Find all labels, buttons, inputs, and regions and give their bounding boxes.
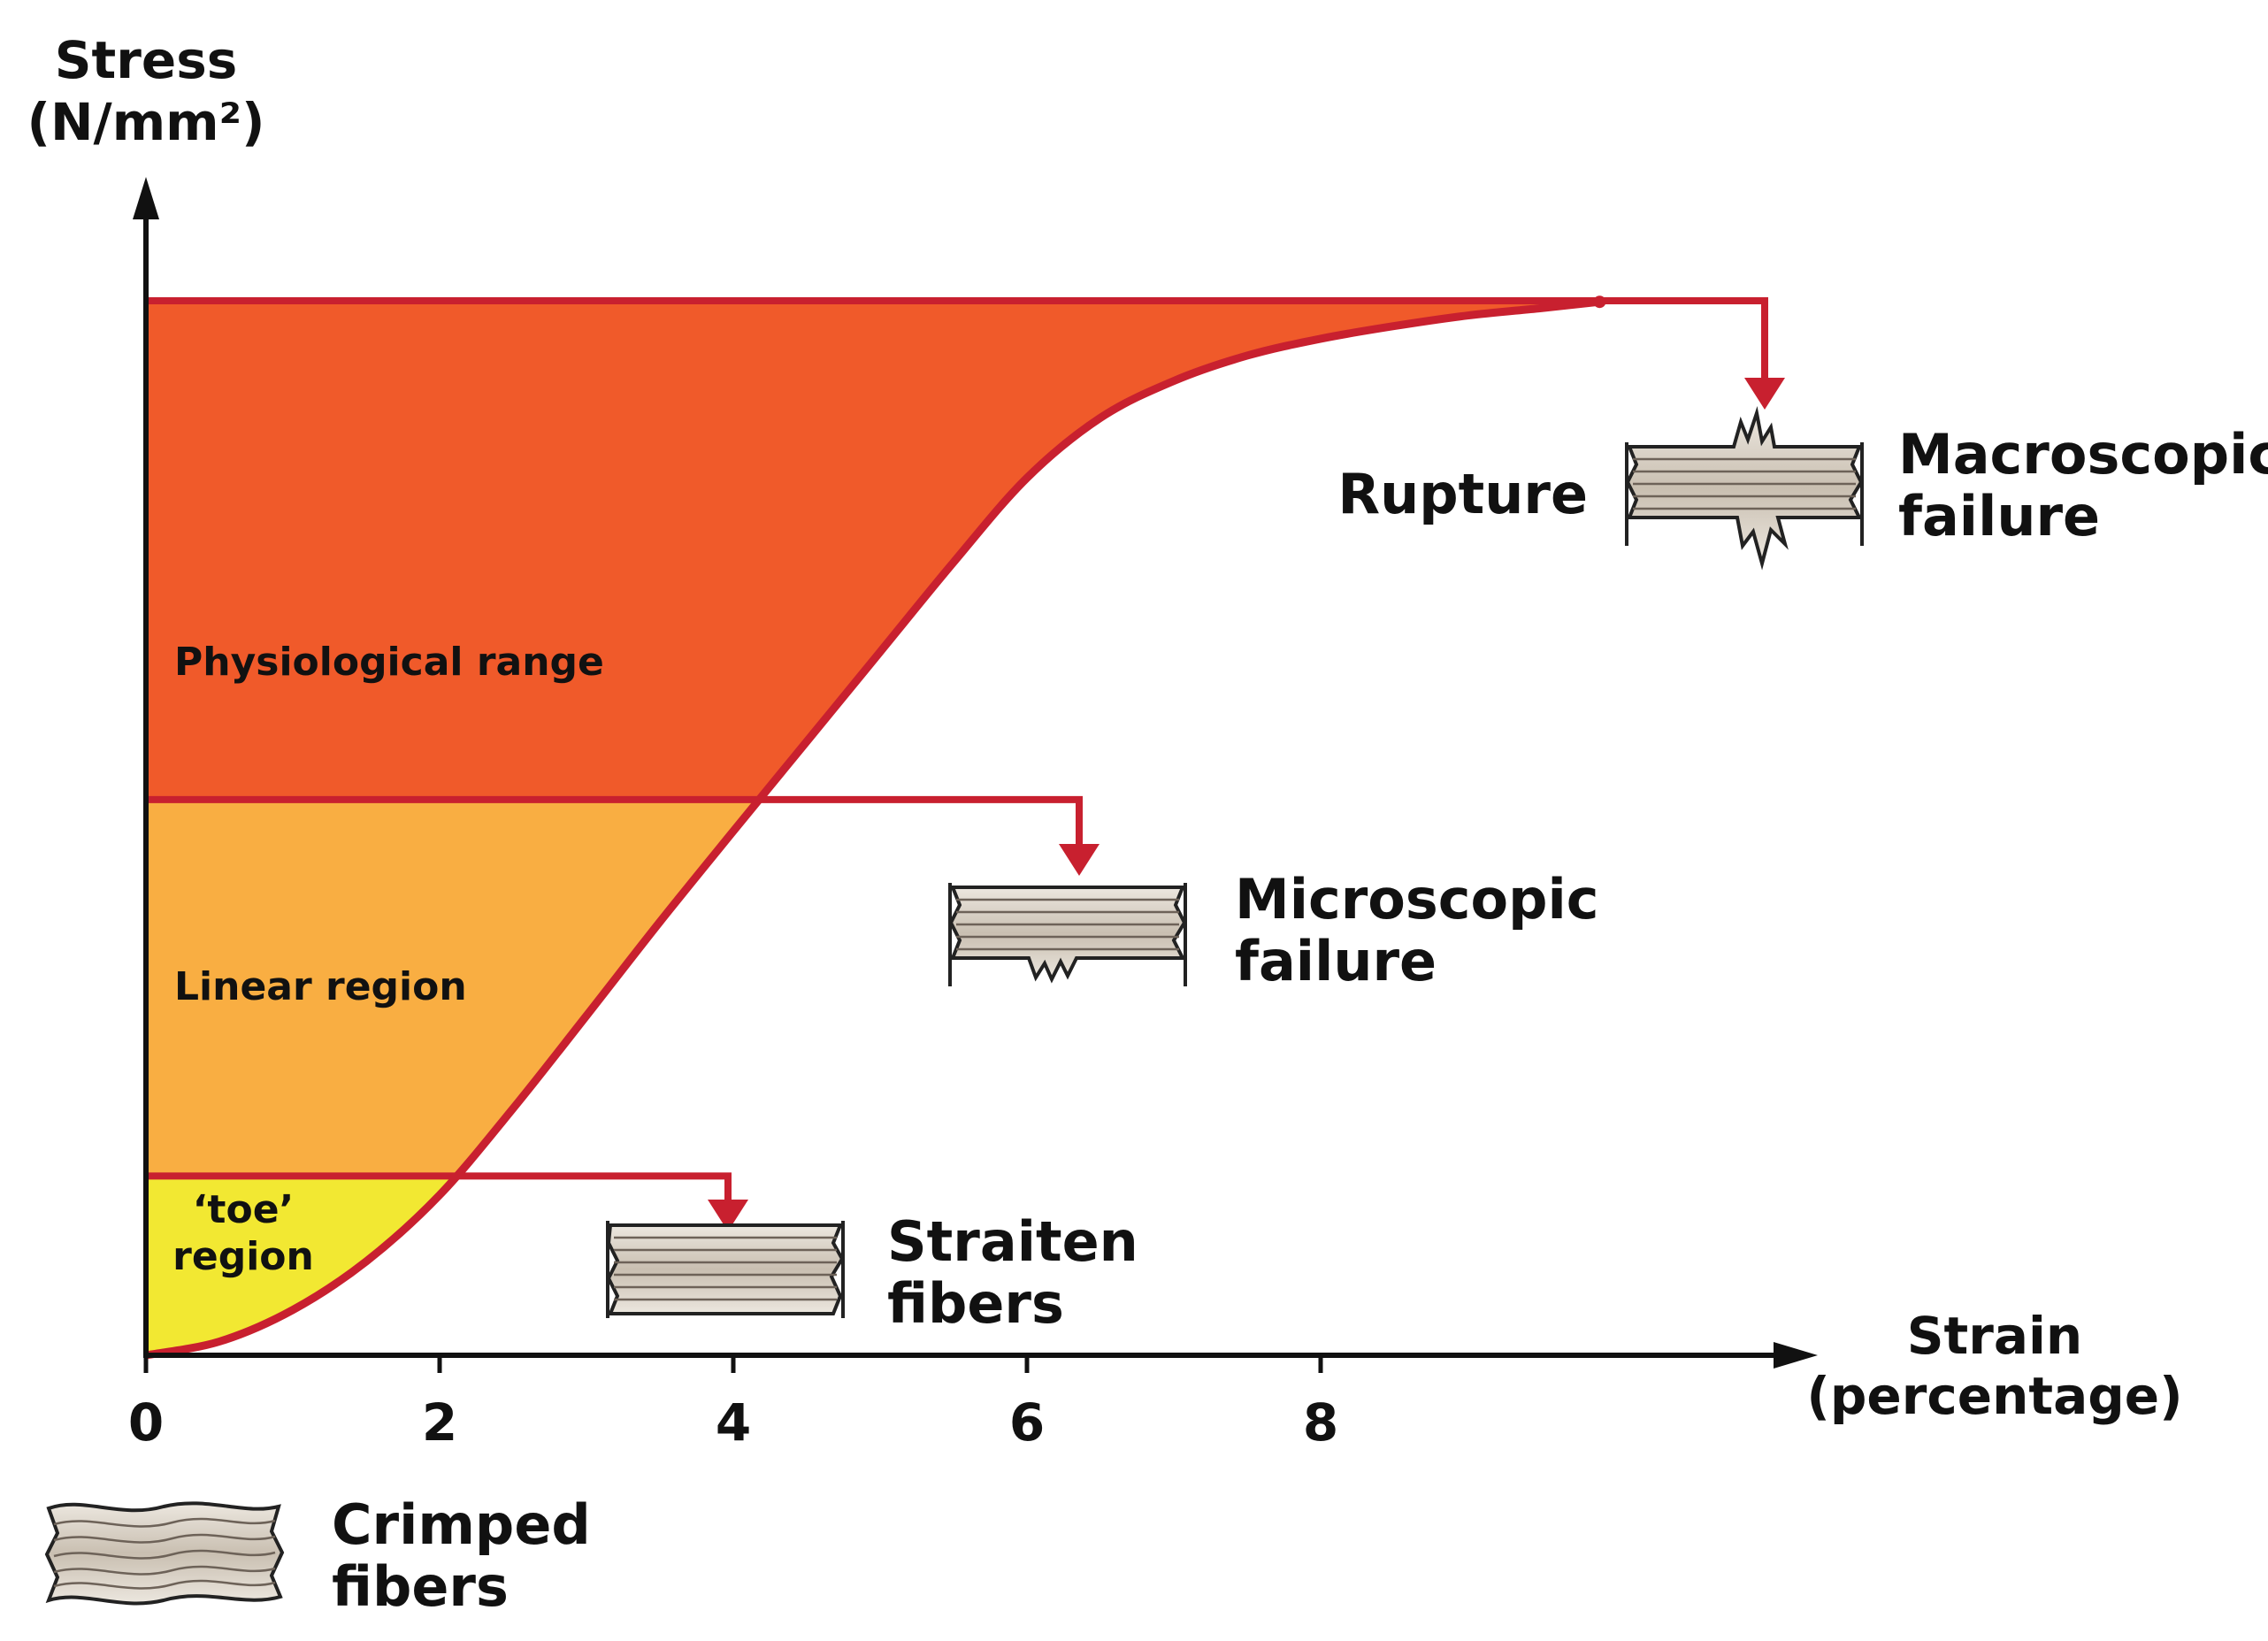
y-axis-title-line-1: Stress bbox=[55, 30, 237, 90]
stress-strain-curve bbox=[145, 297, 1600, 1360]
x-tick-label-2: 2 bbox=[422, 1392, 457, 1453]
region-fill-1 bbox=[146, 799, 760, 1177]
linear-region-label: Linear region bbox=[174, 964, 467, 1009]
region-fills bbox=[146, 301, 1600, 1355]
rupture-point bbox=[1593, 295, 1606, 309]
physiological-range-label: Physiological range bbox=[174, 640, 604, 685]
x-axis-arrow-icon bbox=[1774, 1342, 1818, 1369]
microscopic-failure-label-line-1: Microscopic bbox=[1235, 867, 1599, 932]
crimped-fibers-label-line-1: Crimped bbox=[332, 1492, 591, 1557]
straiten-fibers-label-line-1: Straiten bbox=[887, 1209, 1138, 1274]
axes bbox=[133, 177, 1818, 1369]
x-axis-title-line-2: (percentage) bbox=[1806, 1366, 2182, 1426]
x-tick-label-8: 8 bbox=[1303, 1392, 1338, 1453]
x-axis-title-line-1: Strain bbox=[1907, 1306, 2082, 1366]
threshold-line-1 bbox=[146, 795, 1083, 849]
crimped-fibers-label-line-2: fibers bbox=[332, 1554, 509, 1619]
threshold-markers bbox=[146, 295, 1785, 1231]
microscopic-failure-label-line-2: failure bbox=[1235, 929, 1437, 993]
x-tick-label-0: 0 bbox=[128, 1392, 164, 1453]
straiten-fibers-label-line-2: fibers bbox=[887, 1271, 1064, 1336]
toe-region-label-line-2: region bbox=[172, 1234, 314, 1279]
x-tick-label-4: 4 bbox=[716, 1392, 751, 1453]
macroscopic-failure-label-line-2: failure bbox=[1898, 484, 2100, 548]
region-fill-0 bbox=[146, 1176, 456, 1355]
crimped-fibers-icon bbox=[44, 1501, 285, 1606]
threshold-arrow-icon-0 bbox=[708, 1200, 748, 1231]
microscopic-failure-icon bbox=[948, 883, 1187, 986]
y-axis-arrow-icon bbox=[133, 177, 159, 219]
macroscopic-failure-label-line-1: Macroscopic bbox=[1898, 422, 2268, 487]
threshold-arrow-icon-2 bbox=[1744, 378, 1785, 410]
threshold-arrow-icon-1 bbox=[1059, 844, 1100, 876]
x-tick-label-6: 6 bbox=[1009, 1392, 1045, 1453]
threshold-line-2 bbox=[146, 297, 1768, 383]
region-fill-2 bbox=[146, 301, 1600, 800]
y-axis-title-line-2: (N/mm²) bbox=[27, 92, 264, 152]
toe-region-label-line-1: ‘toe’ bbox=[193, 1187, 295, 1232]
rupture-label: Rupture bbox=[1337, 462, 1588, 526]
straiten-fibers-icon bbox=[606, 1221, 845, 1318]
macroscopic-failure-icon bbox=[1625, 406, 1864, 571]
threshold-line-0 bbox=[146, 1172, 732, 1205]
x-tick-labels: 0 2 4 6 8 bbox=[128, 1355, 1338, 1453]
